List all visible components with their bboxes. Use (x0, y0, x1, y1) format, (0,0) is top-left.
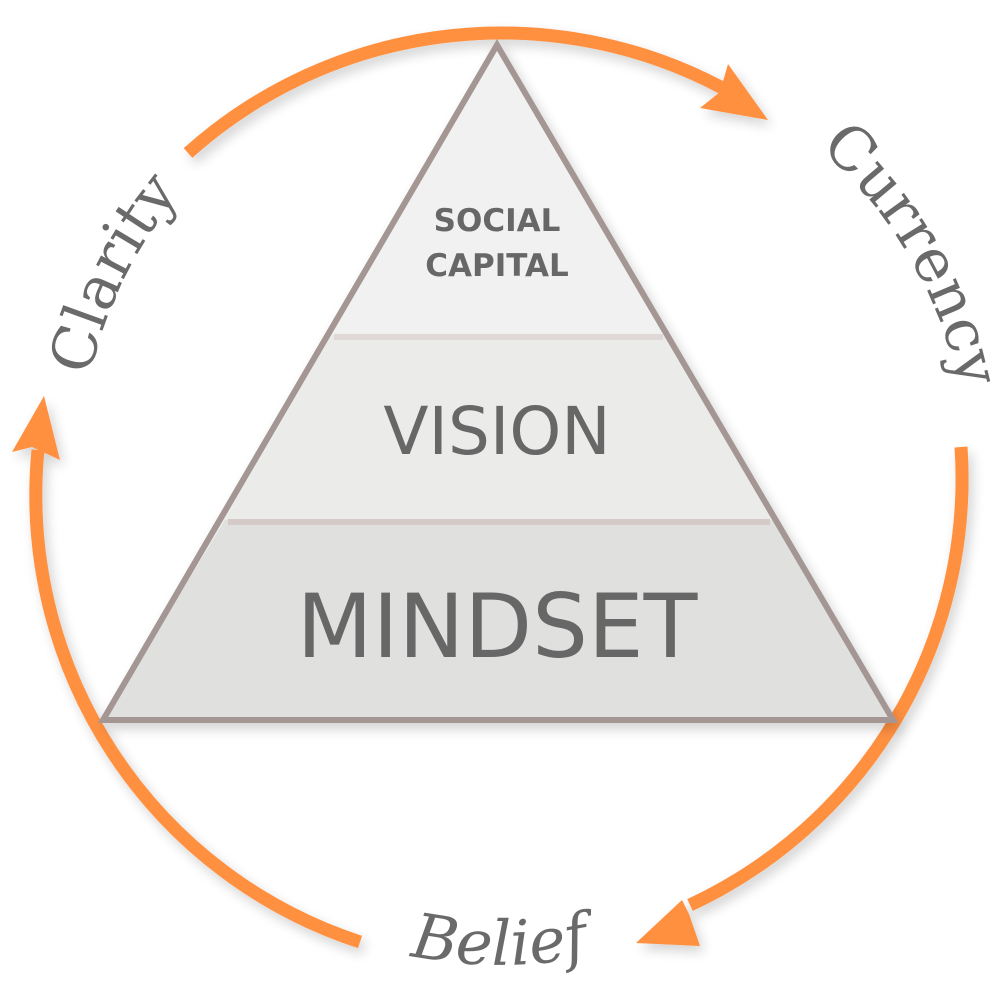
pyramid-layer-bottom (103, 520, 893, 720)
cycle-label-currency: Currency (809, 108, 1000, 392)
cycle-arrows (12, 26, 969, 949)
layer-label-vision: VISION (383, 393, 610, 470)
cycle-label-belief: Belief (406, 897, 602, 980)
arc-currency-to-belief (687, 446, 969, 911)
pyramid-layer-middle (225, 335, 773, 520)
pyramid-layer-top (331, 45, 666, 335)
layer-label-mindset: MINDSET (297, 575, 699, 678)
arc-clarity-to-currency (183, 26, 739, 158)
arrowhead-to-belief-icon (636, 900, 700, 946)
arrowhead-to-currency-icon (700, 64, 768, 120)
layer-label-social-capital-line-2: CAPITAL (425, 248, 568, 284)
layer-label-social-capital-line-1: SOCIAL (434, 203, 561, 239)
cycle-label-clarity: Clarity (36, 159, 192, 381)
pyramid-outline (97, 39, 899, 723)
arc-belief-to-clarity (29, 449, 363, 949)
pyramid (97, 39, 899, 723)
arrowhead-to-clarity-icon (12, 396, 60, 460)
